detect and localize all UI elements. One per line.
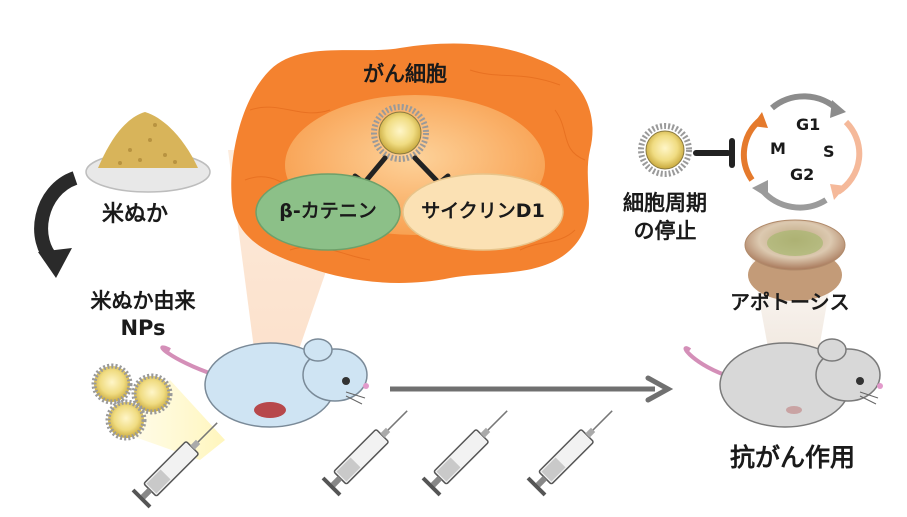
label-antitumor: 抗がん作用 — [730, 443, 856, 472]
syringe — [526, 410, 613, 497]
label-nps-line1: 米ぬか由来 — [90, 289, 196, 313]
mouse-control — [683, 338, 883, 428]
syringe — [421, 410, 508, 497]
label-cancer-cell: がん細胞 — [363, 62, 447, 86]
label-nps-line2: NPs — [120, 316, 166, 340]
cyclin-d1-oval — [402, 173, 564, 251]
label-rice-bran: 米ぬか — [102, 202, 169, 227]
label-cell-cycle-line2: の停止 — [633, 219, 697, 243]
rice-bran-bowl — [85, 112, 211, 193]
label-cell-cycle-line1: 細胞周期 — [623, 191, 707, 215]
np-beam — [115, 380, 225, 460]
label-beta-catenin: β-カテニン — [279, 200, 377, 222]
mouse-treated — [160, 338, 369, 428]
syringe — [131, 422, 218, 509]
label-cyclin-d1: サイクリンD1 — [421, 200, 545, 222]
nanoparticle-cell-cycle — [638, 123, 692, 177]
syringe — [321, 410, 408, 497]
apoptosis-cell-graphic — [744, 219, 846, 301]
nanoparticles-cluster — [91, 363, 173, 441]
nanoparticle-central — [371, 104, 429, 162]
phase-g2: G2 — [790, 165, 815, 184]
phase-s: S — [823, 142, 835, 161]
cell-cycle-inhibition — [693, 138, 735, 168]
phase-m: M — [770, 139, 786, 158]
label-apoptosis: アポトーシス — [730, 290, 850, 314]
phase-g1: G1 — [796, 115, 821, 134]
timeline-arrow — [390, 375, 674, 403]
beta-catenin-oval — [255, 173, 401, 251]
